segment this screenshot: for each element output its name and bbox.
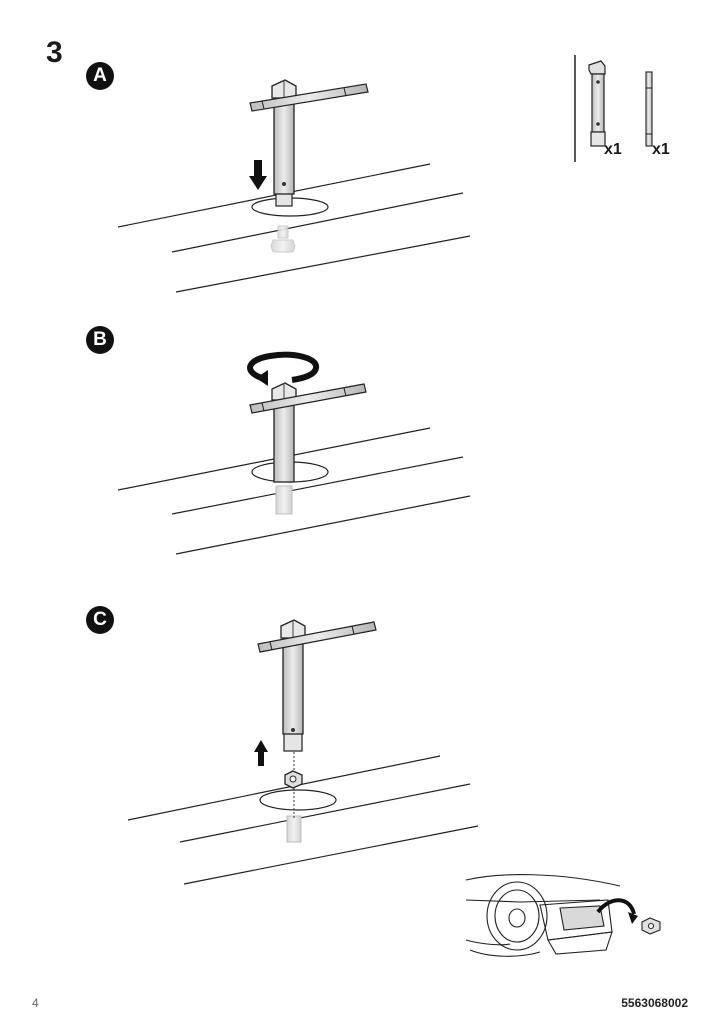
car-glovebox-illustration [465,874,661,957]
up-arrow-icon [254,740,268,766]
tommy-bar [249,383,367,414]
socket-wrench-part-icon [588,60,606,147]
tommy-bar [249,83,369,112]
hole-outline [259,789,337,811]
tommy-bar [257,621,377,653]
socket-wrench [271,382,297,483]
socket-wrench [271,79,297,207]
tommy-bar-quantity: x1 [652,141,670,158]
bolt-ghost [286,815,302,843]
tabletop-lines [127,755,479,885]
substep-badge-c: C [86,606,114,634]
socket-wrench-quantity: x1 [604,141,622,158]
step-b-illustration [117,351,471,555]
bolt-ghost [270,225,296,253]
step-c-illustration [127,619,479,885]
socket-wrench [280,619,306,752]
page-number: 4 [32,996,39,1010]
step-a-illustration [117,79,471,293]
substep-badge-b: B [86,326,114,354]
bolt-ghost [275,485,293,515]
article-number: 5563068002 [621,996,688,1010]
step-number: 3 [46,36,63,69]
down-arrow-icon [249,160,267,190]
parts-box [574,55,653,162]
nut-icon [641,917,661,935]
rotate-arrow-icon [247,351,319,386]
tommy-bar-part-icon [645,71,653,147]
substep-badge-a: A [86,62,114,90]
tabletop-lines [117,163,471,293]
